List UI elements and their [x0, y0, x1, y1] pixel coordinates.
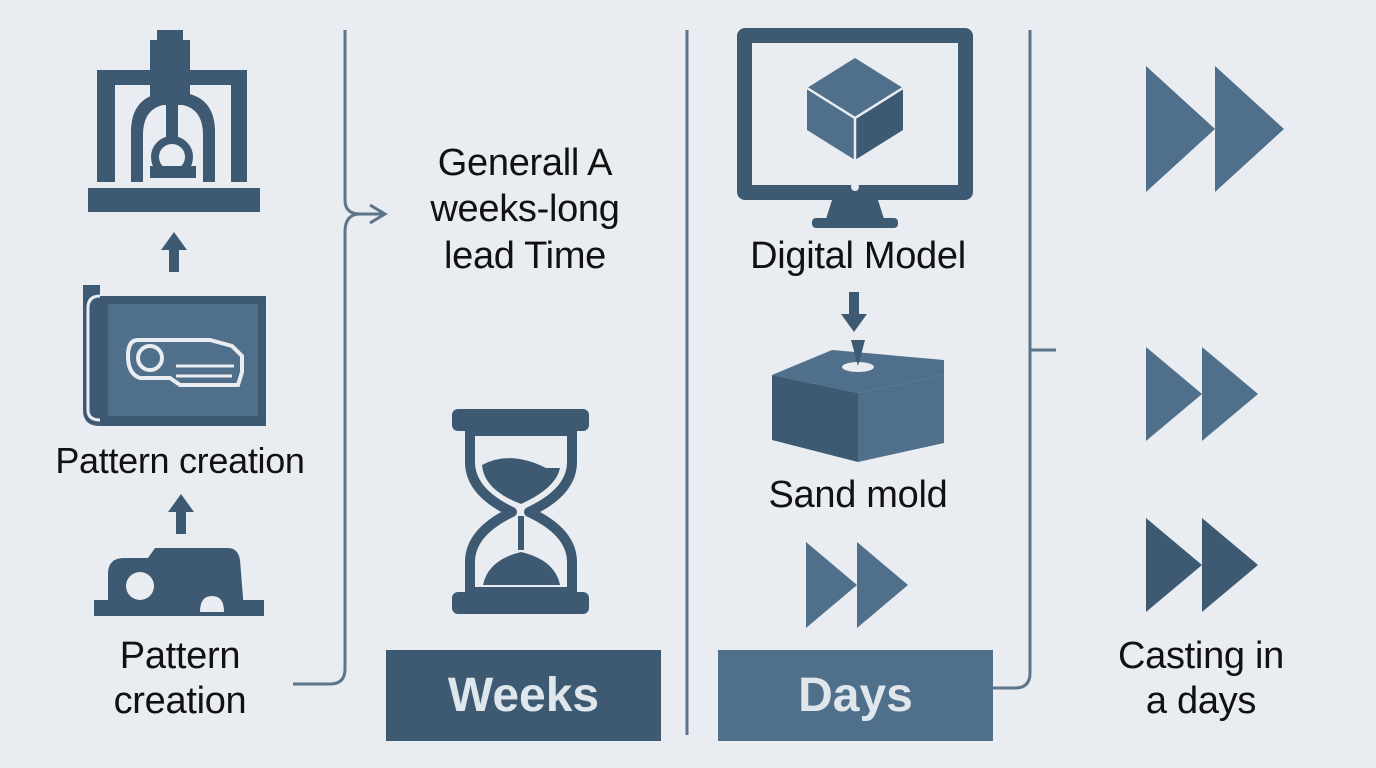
sand-mold-text: Sand mold: [768, 474, 948, 516]
lead-time-text: Generall A weeks-long lead Time: [385, 140, 665, 279]
casting-result-line1: Casting in: [1118, 635, 1284, 677]
weeks-badge: [386, 650, 661, 741]
pattern-label-line2: creation: [113, 679, 247, 722]
pattern-creation-text: Pattern creation: [55, 440, 305, 481]
digital-model-text: Digital Model: [750, 235, 966, 277]
digital-model-label: Digital Model: [708, 234, 1008, 279]
days-badge: [718, 650, 993, 741]
sand-mold-label: Sand mold: [708, 473, 1008, 518]
lead-time-line2: weeks-long: [430, 188, 620, 231]
pattern-creation-label: Pattern creation: [30, 440, 330, 482]
pattern-creation-bottom-label: Pattern creation: [30, 634, 330, 724]
lead-time-line1: Generall A: [437, 142, 613, 184]
weeks-badge-label: Weeks: [447, 669, 600, 722]
bracket-arrowhead: [369, 203, 388, 225]
pattern-label-line1: Pattern: [119, 635, 241, 677]
days-badge-label: Days: [798, 669, 913, 722]
right-bracket-line: [993, 30, 1056, 690]
casting-result-label: Casting in a days: [1060, 634, 1342, 724]
left-bracket-line: [293, 30, 383, 686]
lead-time-line3: lead Time: [443, 234, 607, 277]
casting-result-line2: a days: [1145, 679, 1257, 722]
